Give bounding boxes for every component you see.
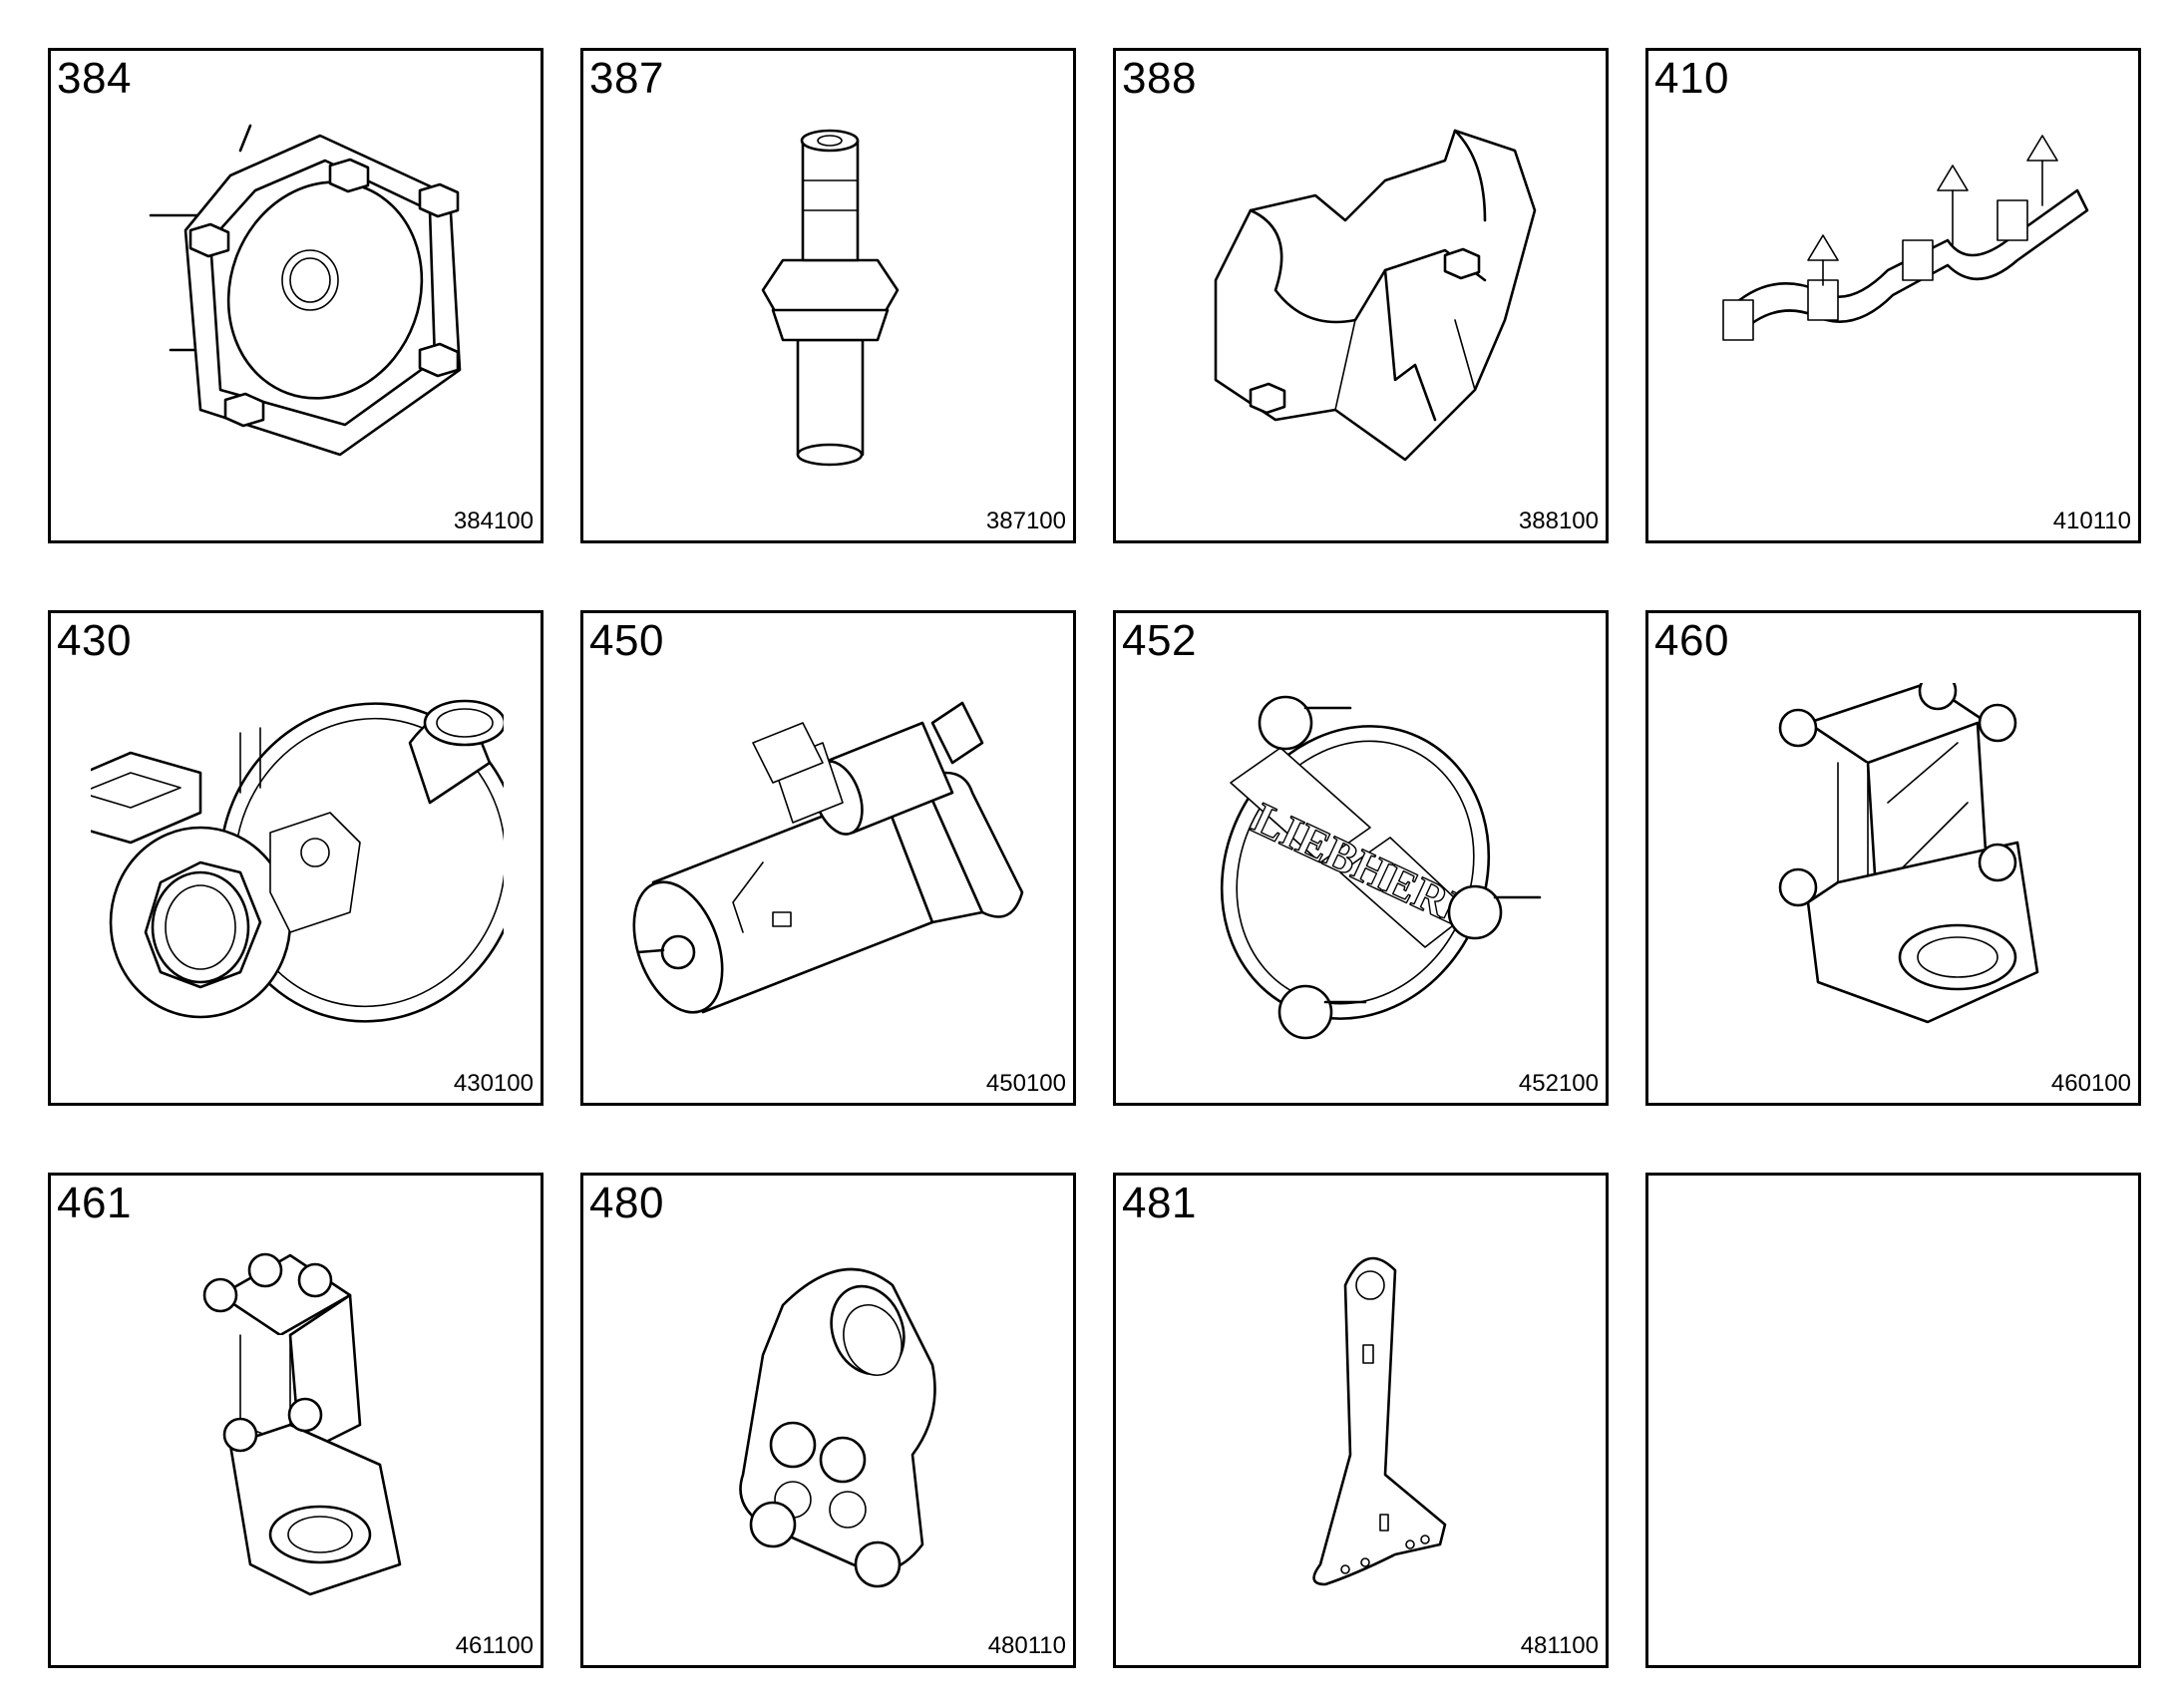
catalog-tile-388[interactable]: 388 388100 bbox=[1113, 48, 1609, 543]
part-code: 388100 bbox=[1518, 508, 1599, 534]
catalog-tile-461[interactable]: 461 461100 bbox=[48, 1173, 544, 1668]
group-number: 410 bbox=[1654, 54, 1729, 103]
thermostat-housing-icon bbox=[1156, 121, 1569, 480]
group-number: 480 bbox=[589, 1179, 664, 1227]
turbocharger-icon bbox=[91, 683, 504, 1042]
part-code: 452100 bbox=[1518, 1070, 1599, 1097]
catalog-tile-387[interactable]: 387 387100 bbox=[580, 48, 1076, 543]
flywheel-cover-icon: LIEBHERR bbox=[1156, 683, 1569, 1042]
part-code: 450100 bbox=[985, 1070, 1066, 1097]
exhaust-manifold-icon bbox=[1688, 121, 2101, 480]
engine-mount-bracket-icon bbox=[91, 1245, 504, 1604]
part-code: 460100 bbox=[2050, 1070, 2131, 1097]
part-code: 480110 bbox=[987, 1632, 1066, 1659]
parts-catalog-grid: 384 384100 387 bbox=[48, 48, 2141, 1668]
water-pump-cover-icon bbox=[91, 121, 504, 480]
engine-mount-bracket-icon bbox=[1688, 683, 2101, 1042]
part-code: 384100 bbox=[453, 508, 534, 534]
catalog-tile-384[interactable]: 384 384100 bbox=[48, 48, 544, 543]
group-number: 450 bbox=[589, 616, 664, 665]
group-number: 452 bbox=[1122, 616, 1197, 665]
catalog-tile-410[interactable]: 410 410110 bbox=[1645, 48, 2141, 543]
catalog-tile-480[interactable]: 480 480110 bbox=[580, 1173, 1076, 1668]
starter-motor-icon bbox=[623, 683, 1036, 1042]
group-number: 461 bbox=[57, 1179, 132, 1227]
group-number: 481 bbox=[1122, 1179, 1197, 1227]
lifting-eye-icon bbox=[623, 1245, 1036, 1604]
group-number: 460 bbox=[1654, 616, 1729, 665]
part-code: 410110 bbox=[2052, 508, 2131, 534]
part-code: 461100 bbox=[455, 1632, 534, 1659]
part-code: 481100 bbox=[1520, 1632, 1599, 1659]
group-number: 384 bbox=[57, 54, 132, 103]
part-code: 387100 bbox=[985, 508, 1066, 534]
catalog-tile-empty bbox=[1645, 1173, 2141, 1668]
catalog-tile-430[interactable]: 430 430100 bbox=[48, 610, 544, 1106]
hose-nozzle-icon bbox=[623, 121, 1036, 480]
group-number: 430 bbox=[57, 616, 132, 665]
catalog-tile-460[interactable]: 460 460100 bbox=[1645, 610, 2141, 1106]
group-number: 387 bbox=[589, 54, 664, 103]
group-number: 388 bbox=[1122, 54, 1197, 103]
catalog-tile-450[interactable]: 450 450100 bbox=[580, 610, 1076, 1106]
catalog-tile-481[interactable]: 481 481100 bbox=[1113, 1173, 1609, 1668]
part-code: 430100 bbox=[453, 1070, 534, 1097]
catalog-tile-452[interactable]: 452 LIEBHERR 452100 bbox=[1113, 610, 1609, 1106]
lifting-strap-icon bbox=[1156, 1245, 1569, 1604]
